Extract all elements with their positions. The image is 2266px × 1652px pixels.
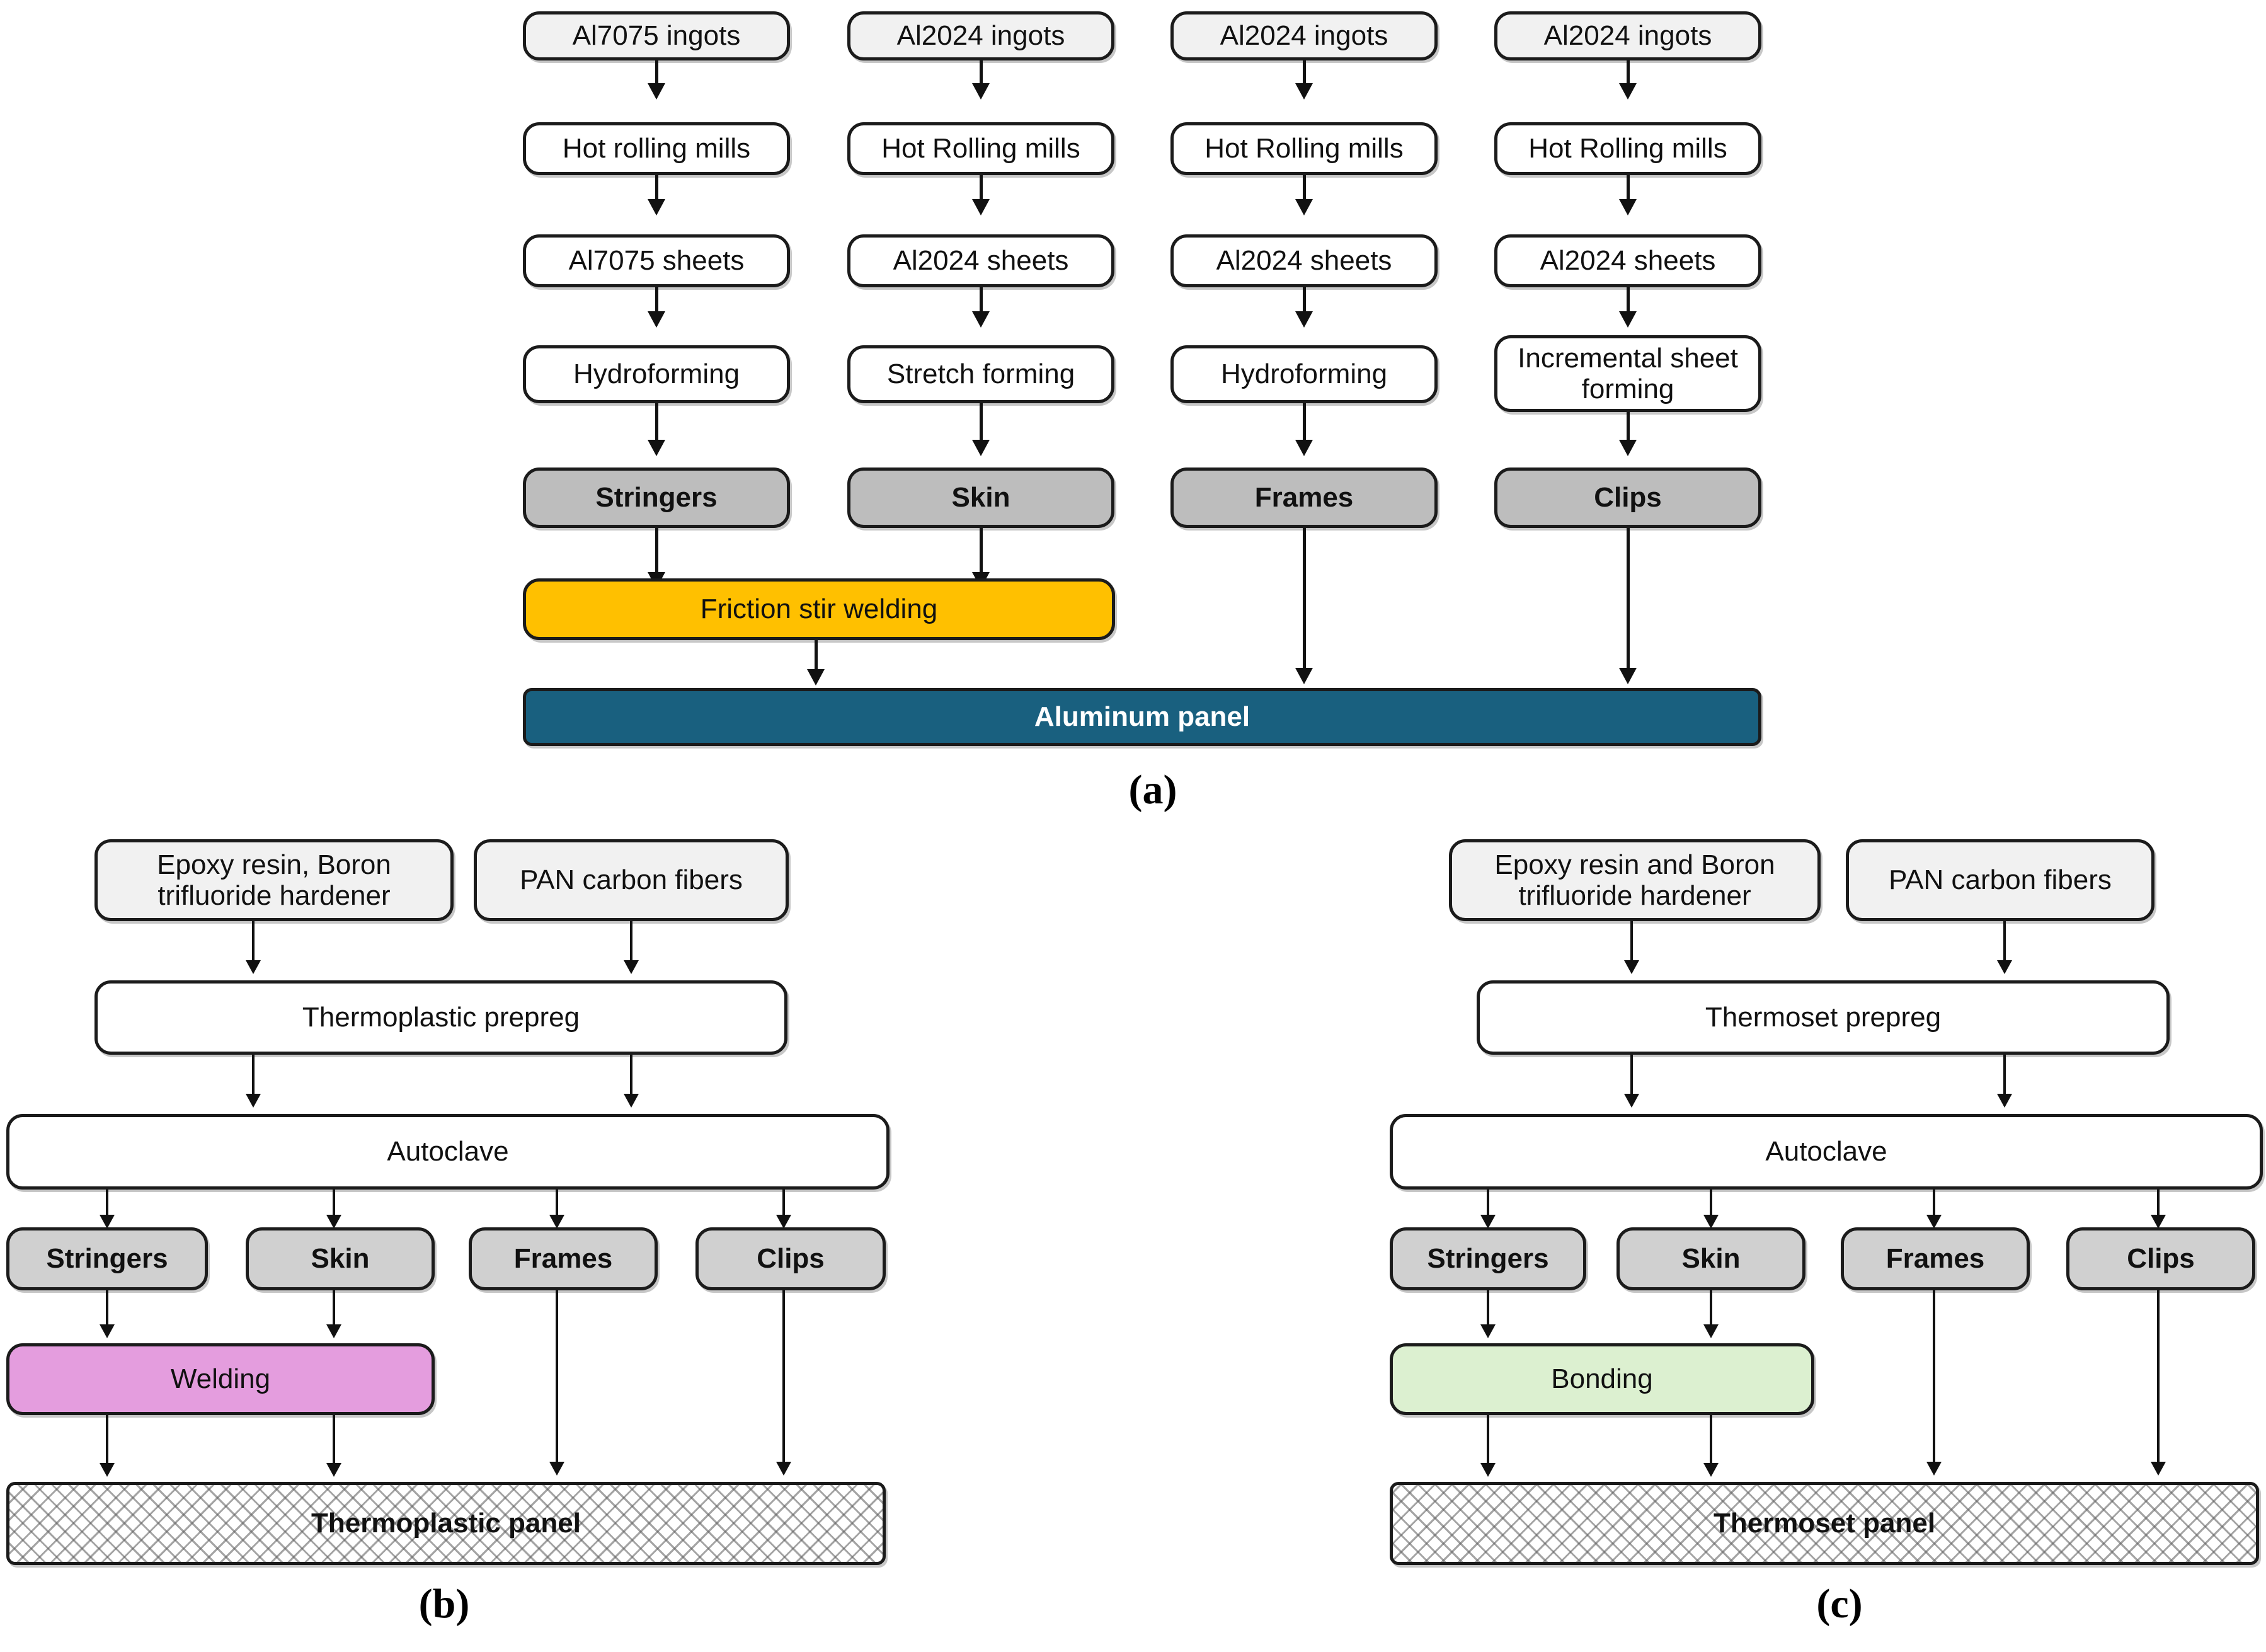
- node-a-c4-part: Clips: [1494, 467, 1761, 528]
- arrow-b-frames-panel: [549, 1290, 564, 1479]
- arrow-a-c4-mill-sheet: [1619, 175, 1637, 215]
- node-a-c3-mill: Hot Rolling mills: [1170, 122, 1438, 175]
- arrow-c-resin-prepreg: [1624, 921, 1639, 978]
- arrow-c-skin-bonding: [1703, 1290, 1719, 1342]
- arrow-b-prepreg-autoclave-right: [624, 1055, 639, 1111]
- node-b-welding: Welding: [6, 1343, 435, 1415]
- node-a-c4-ingot: Al2024 ingots: [1494, 11, 1761, 60]
- node-a-c1-ingot: Al7075 ingots: [523, 11, 790, 60]
- node-a-c2-ingot: Al2024 ingots: [847, 11, 1114, 60]
- arrow-c-autoclave-stringers: [1480, 1190, 1496, 1232]
- arrow-b-autoclave-skin: [326, 1190, 341, 1232]
- node-c-thermoset-panel: Thermoset panel: [1390, 1482, 2259, 1565]
- node-b-input-resin: Epoxy resin, Boron trifluoride hardener: [94, 839, 454, 921]
- node-c-part-skin: Skin: [1617, 1227, 1805, 1290]
- arrow-b-fibers-prepreg: [624, 921, 639, 978]
- arrow-a-c3-forming-part: [1295, 403, 1313, 456]
- arrow-b-welding-panel-left: [100, 1415, 115, 1481]
- arrow-a-c4-ingot-mill: [1619, 60, 1637, 100]
- arrow-c-autoclave-frames: [1926, 1190, 1942, 1232]
- caption-panel-b: (b): [418, 1581, 470, 1627]
- arrow-b-welding-panel-right: [326, 1415, 341, 1481]
- node-a-c3-forming: Hydroforming: [1170, 345, 1438, 403]
- arrow-a-c1-sheet-forming: [648, 287, 665, 328]
- node-c-autoclave: Autoclave: [1390, 1114, 2263, 1190]
- node-a-c4-forming: Incremental sheet forming: [1494, 335, 1761, 412]
- arrow-b-skin-welding: [326, 1290, 341, 1342]
- arrow-c-clips-panel: [2151, 1290, 2166, 1479]
- node-a-c1-sheet: Al7075 sheets: [523, 234, 790, 287]
- arrow-b-autoclave-frames: [549, 1190, 564, 1232]
- arrow-c-bonding-panel-right: [1703, 1415, 1719, 1481]
- arrow-a-c4-sheet-forming: [1619, 287, 1637, 328]
- node-c-input-resin: Epoxy resin and Boron trifluoride harden…: [1449, 839, 1821, 921]
- node-b-autoclave: Autoclave: [6, 1114, 890, 1190]
- node-a-c2-mill: Hot Rolling mills: [847, 122, 1114, 175]
- node-a-friction-stir-welding: Friction stir welding: [523, 578, 1115, 640]
- arrow-a-c2-mill-sheet: [972, 175, 990, 215]
- arrow-b-autoclave-clips: [776, 1190, 791, 1232]
- node-a-c1-part: Stringers: [523, 467, 790, 528]
- arrow-b-prepreg-autoclave-left: [246, 1055, 261, 1111]
- arrow-a-c3-ingot-mill: [1295, 60, 1313, 100]
- arrow-c-prepreg-autoclave-right: [1997, 1055, 2012, 1111]
- node-a-c2-forming: Stretch forming: [847, 345, 1114, 403]
- arrow-c-fibers-prepreg: [1997, 921, 2012, 978]
- node-c-part-frames: Frames: [1841, 1227, 2030, 1290]
- arrow-c-autoclave-clips: [2151, 1190, 2166, 1232]
- node-b-part-clips: Clips: [695, 1227, 886, 1290]
- node-a-c1-mill: Hot rolling mills: [523, 122, 790, 175]
- node-c-prepreg: Thermoset prepreg: [1477, 980, 2170, 1055]
- node-b-thermoplastic-panel: Thermoplastic panel: [6, 1482, 886, 1565]
- arrow-c-autoclave-skin: [1703, 1190, 1719, 1232]
- node-a-c1-forming: Hydroforming: [523, 345, 790, 403]
- arrow-a-c2-ingot-mill: [972, 60, 990, 100]
- node-a-aluminum-panel: Aluminum panel: [523, 688, 1761, 746]
- node-c-part-clips: Clips: [2066, 1227, 2255, 1290]
- node-c-input-fibers: PAN carbon fibers: [1846, 839, 2154, 921]
- caption-panel-a: (a): [1128, 767, 1177, 813]
- arrow-a-c1-ingot-mill: [648, 60, 665, 100]
- arrow-c-stringers-bonding: [1480, 1290, 1496, 1342]
- arrow-a-c1-forming-part: [648, 403, 665, 456]
- node-c-bonding: Bonding: [1390, 1343, 1814, 1415]
- arrow-c-prepreg-autoclave-left: [1624, 1055, 1639, 1111]
- node-a-c4-sheet: Al2024 sheets: [1494, 234, 1761, 287]
- node-b-part-frames: Frames: [469, 1227, 658, 1290]
- node-a-c2-sheet: Al2024 sheets: [847, 234, 1114, 287]
- node-a-c4-mill: Hot Rolling mills: [1494, 122, 1761, 175]
- caption-panel-c: (c): [1816, 1581, 1863, 1627]
- arrow-a-c2-sheet-forming: [972, 287, 990, 328]
- node-b-input-fibers: PAN carbon fibers: [474, 839, 789, 921]
- arrow-a-clips-panel: [1619, 528, 1637, 685]
- arrow-a-c1-mill-sheet: [648, 175, 665, 215]
- node-b-prepreg: Thermoplastic prepreg: [94, 980, 787, 1055]
- arrow-b-clips-panel: [776, 1290, 791, 1479]
- node-a-c3-sheet: Al2024 sheets: [1170, 234, 1438, 287]
- node-a-c3-part: Frames: [1170, 467, 1438, 528]
- node-a-c2-part: Skin: [847, 467, 1114, 528]
- node-a-c3-ingot: Al2024 ingots: [1170, 11, 1438, 60]
- arrow-c-frames-panel: [1926, 1290, 1942, 1479]
- arrow-a-fsw-panel: [807, 640, 825, 685]
- node-b-part-skin: Skin: [246, 1227, 435, 1290]
- arrow-a-c4-forming-part: [1619, 412, 1637, 456]
- node-b-part-stringers: Stringers: [6, 1227, 208, 1290]
- arrow-b-resin-prepreg: [246, 921, 261, 978]
- arrow-a-c3-sheet-forming: [1295, 287, 1313, 328]
- arrow-a-c2-forming-part: [972, 403, 990, 456]
- arrow-c-bonding-panel-left: [1480, 1415, 1496, 1481]
- arrow-a-c3-mill-sheet: [1295, 175, 1313, 215]
- arrow-b-autoclave-stringers: [100, 1190, 115, 1232]
- node-c-part-stringers: Stringers: [1390, 1227, 1586, 1290]
- arrow-a-frames-panel: [1295, 528, 1313, 685]
- arrow-b-stringers-welding: [100, 1290, 115, 1342]
